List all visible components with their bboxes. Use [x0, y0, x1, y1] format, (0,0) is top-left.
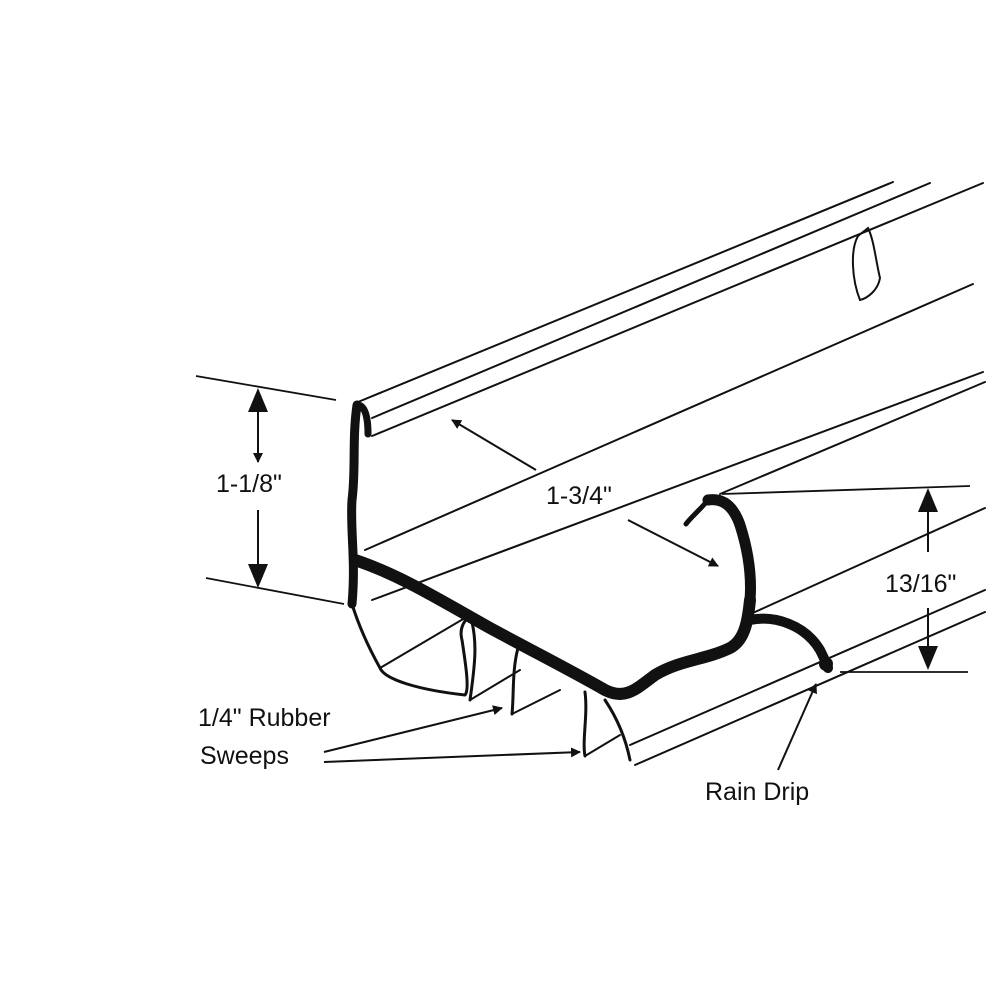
drip-height-dimension-label: 13/16" — [885, 570, 956, 598]
height-dimension-label: 1-1/8" — [216, 470, 282, 498]
extrusion-outline — [357, 181, 986, 766]
dimension-arrows — [248, 388, 938, 771]
sweeps-label-line1: 1/4" Rubber — [198, 704, 331, 732]
sweeps-label-line2: Sweeps — [200, 742, 289, 770]
profile-section — [347, 400, 833, 762]
rain-drip-label: Rain Drip — [705, 778, 809, 806]
width-dimension-label: 1-3/4" — [546, 482, 612, 510]
dimension-lines — [195, 375, 971, 673]
